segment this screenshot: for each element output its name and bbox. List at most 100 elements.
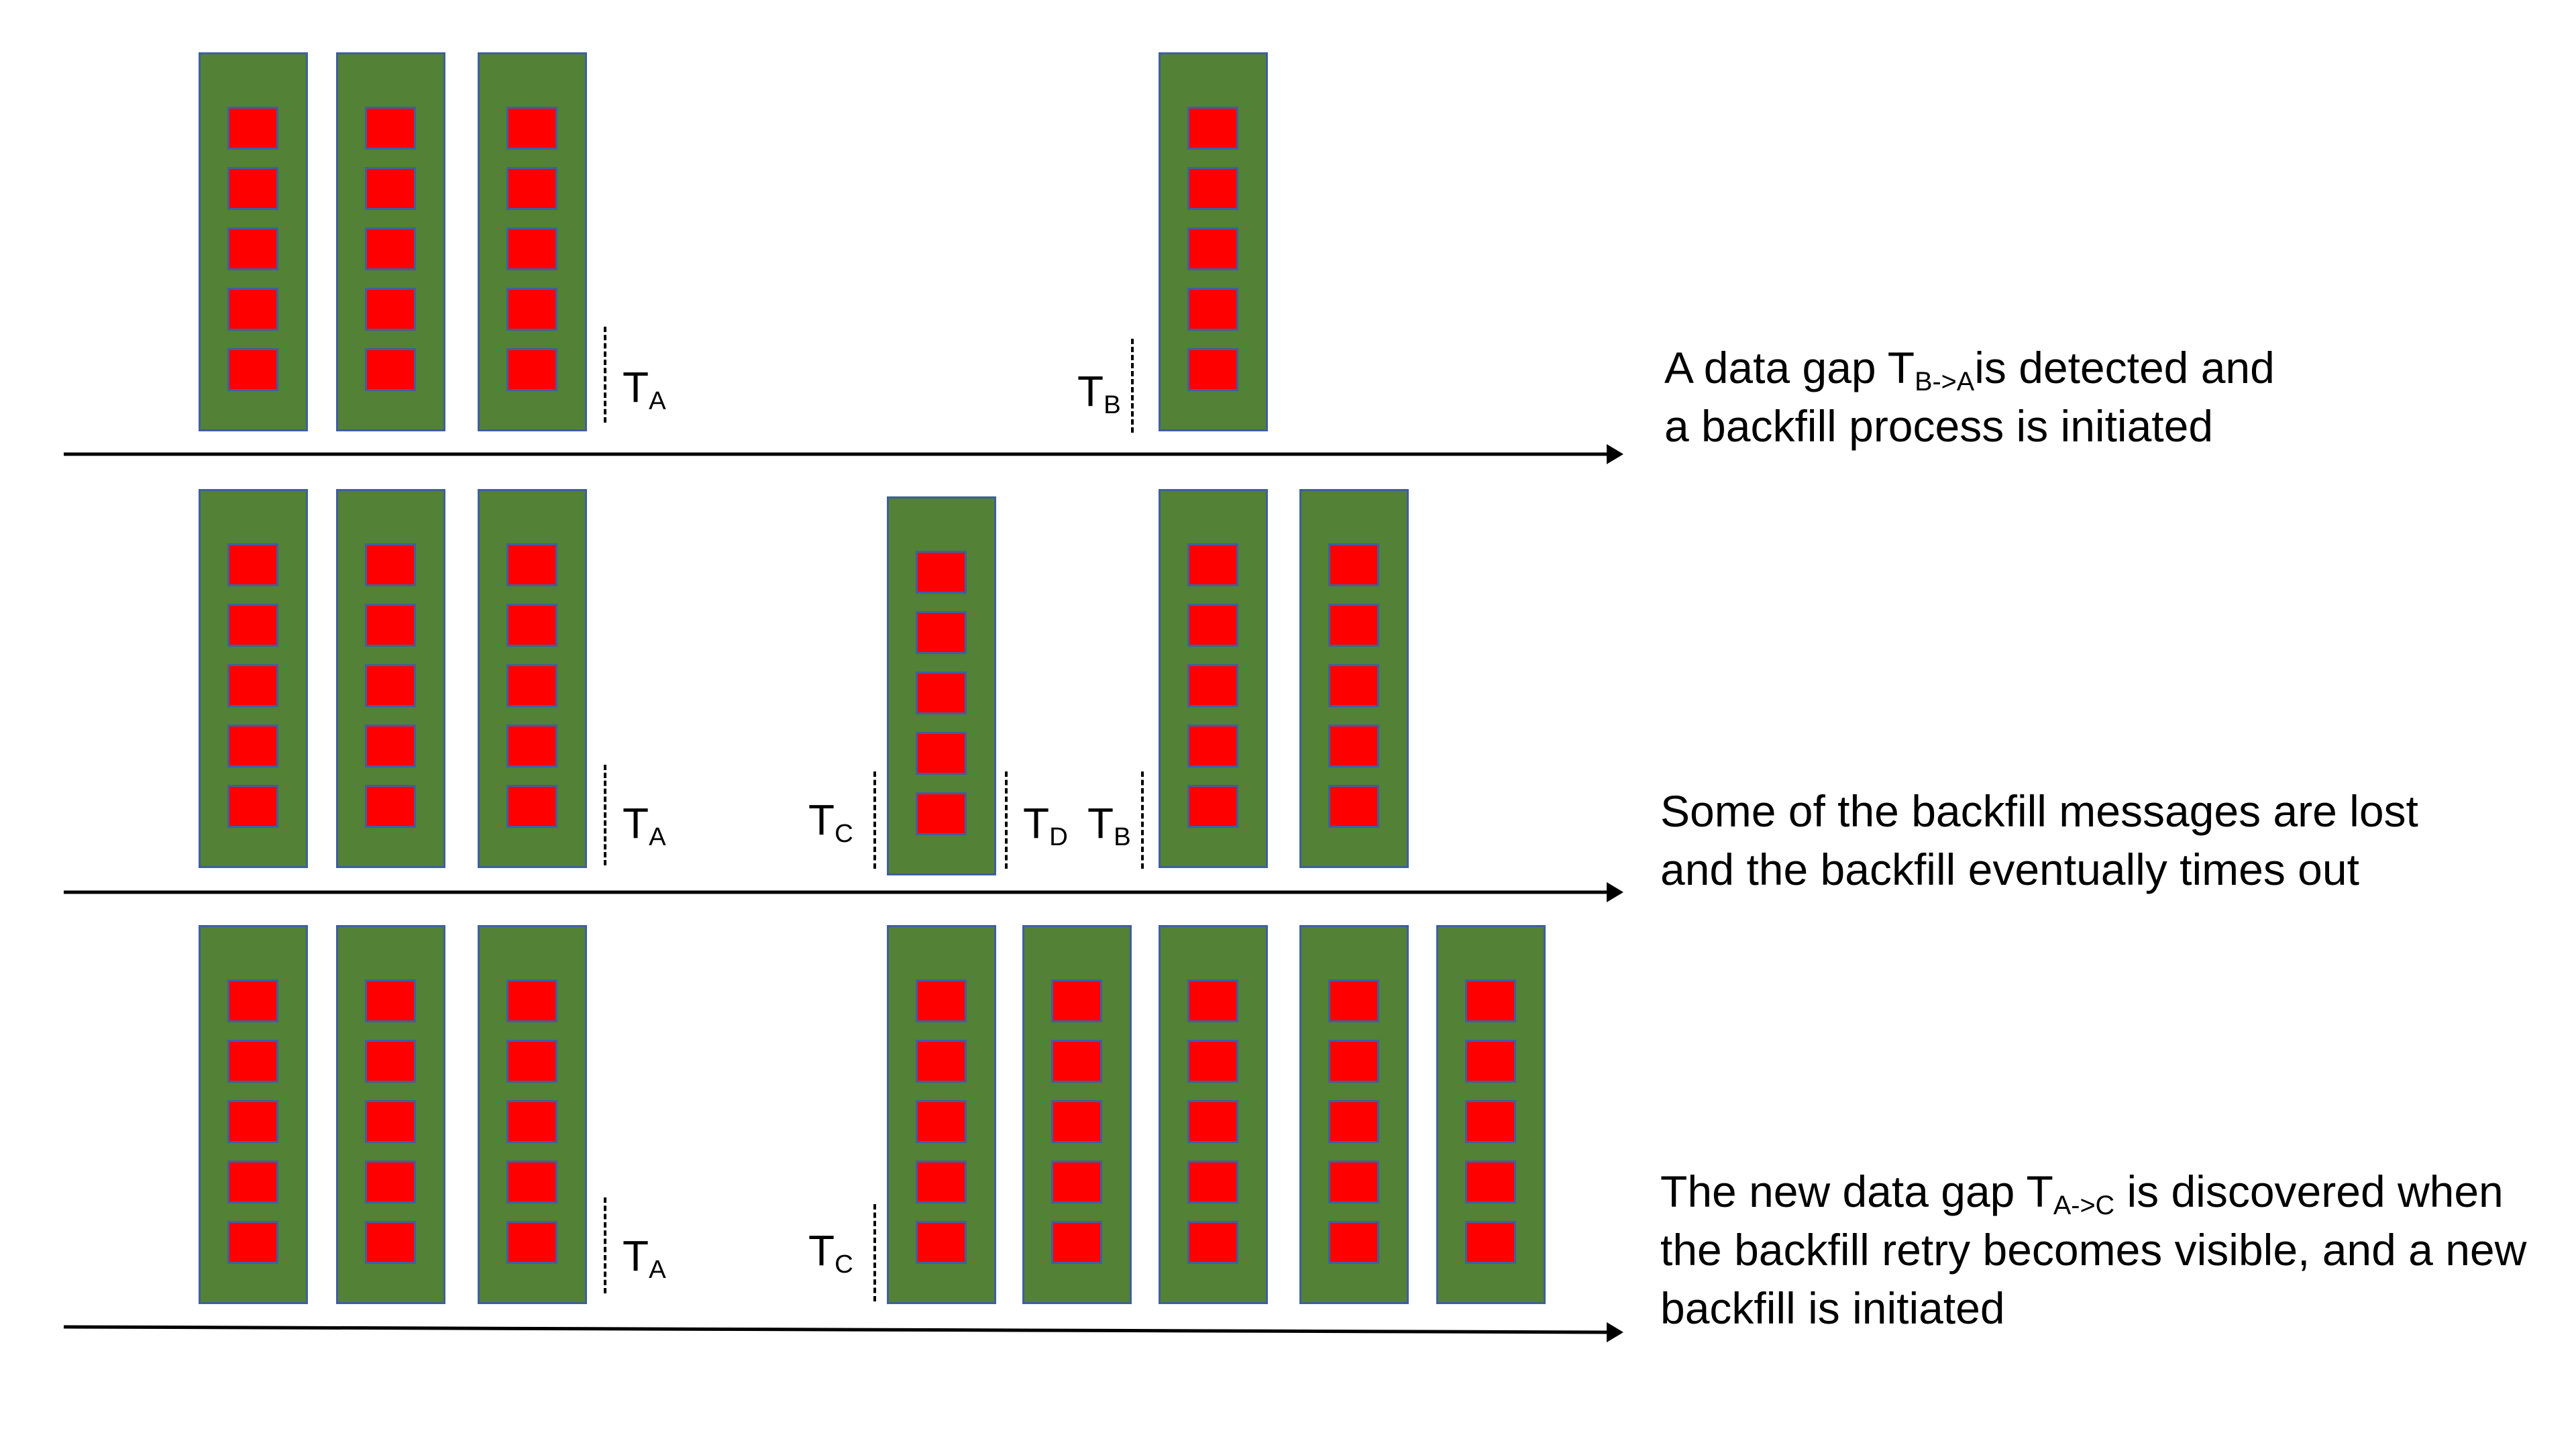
batch bbox=[478, 925, 587, 1304]
message bbox=[1328, 1161, 1379, 1203]
message bbox=[1051, 1161, 1102, 1203]
message bbox=[506, 227, 557, 270]
message bbox=[506, 1221, 557, 1264]
message bbox=[506, 979, 557, 1022]
message bbox=[916, 611, 967, 654]
message bbox=[227, 227, 278, 270]
caption-row-1: A data gap TB->Ais detected and a backfi… bbox=[1664, 339, 2275, 455]
marker-line-tb bbox=[1141, 771, 1144, 869]
marker-subscript: D bbox=[1049, 822, 1068, 851]
message bbox=[506, 604, 557, 647]
message bbox=[1187, 107, 1238, 150]
marker-label-tb: TB bbox=[1087, 799, 1131, 849]
message bbox=[365, 1100, 416, 1143]
caption-line: a backfill process is initiated bbox=[1664, 401, 2214, 451]
message bbox=[1465, 1221, 1516, 1264]
batch bbox=[1022, 925, 1132, 1304]
marker-letter: T bbox=[1087, 799, 1114, 847]
message bbox=[1187, 288, 1238, 331]
message bbox=[1328, 724, 1379, 767]
message bbox=[1328, 664, 1379, 707]
caption-text: A data gap T bbox=[1664, 343, 1915, 392]
message bbox=[506, 167, 557, 210]
message bbox=[1051, 1100, 1102, 1143]
caption-line: Some of the backfill messages are lost bbox=[1660, 786, 2418, 836]
batch bbox=[336, 489, 445, 868]
marker-subscript: A bbox=[649, 386, 666, 415]
batch bbox=[478, 489, 587, 868]
message bbox=[227, 604, 278, 647]
message bbox=[365, 1161, 416, 1203]
message bbox=[1328, 785, 1379, 828]
caption-subscript: B->A bbox=[1915, 367, 1975, 397]
batch bbox=[1436, 925, 1546, 1304]
message bbox=[1328, 604, 1379, 647]
message bbox=[506, 1100, 557, 1143]
message bbox=[365, 604, 416, 647]
marker-line-ta bbox=[604, 765, 606, 865]
message bbox=[365, 167, 416, 210]
message bbox=[506, 785, 557, 828]
message bbox=[1187, 167, 1238, 210]
message bbox=[365, 288, 416, 331]
message bbox=[1051, 979, 1102, 1022]
marker-subscript: C bbox=[835, 818, 853, 848]
caption-text: is discovered when bbox=[2114, 1167, 2504, 1216]
message bbox=[916, 551, 967, 594]
message bbox=[1465, 1040, 1516, 1083]
timeline-arrow-3 bbox=[63, 1322, 1623, 1342]
batch bbox=[1159, 489, 1268, 868]
message bbox=[365, 724, 416, 767]
marker-subscript: A bbox=[649, 1254, 666, 1284]
message bbox=[227, 543, 278, 586]
caption-row-3: The new data gap TA->C is discovered whe… bbox=[1660, 1163, 2526, 1338]
batch bbox=[887, 496, 996, 875]
message bbox=[365, 979, 416, 1022]
message bbox=[227, 348, 278, 391]
message bbox=[1328, 1100, 1379, 1143]
caption-text: is detected and bbox=[1974, 343, 2275, 392]
message bbox=[227, 107, 278, 150]
marker-subscript: B bbox=[1114, 822, 1131, 851]
marker-subscript: C bbox=[835, 1249, 853, 1279]
message bbox=[365, 1040, 416, 1083]
marker-label-td: TD bbox=[1023, 802, 1068, 849]
batch bbox=[1159, 52, 1268, 431]
message bbox=[916, 732, 967, 775]
message bbox=[227, 1161, 278, 1203]
message bbox=[1051, 1040, 1102, 1083]
marker-label-ta: TA bbox=[623, 366, 666, 413]
message bbox=[1328, 543, 1379, 586]
message bbox=[506, 1040, 557, 1083]
marker-line-tb bbox=[1131, 339, 1134, 433]
timeline-arrow-1 bbox=[64, 444, 1623, 464]
batch bbox=[199, 52, 308, 431]
batch bbox=[1159, 925, 1268, 1304]
batch bbox=[478, 52, 587, 431]
message bbox=[1328, 1040, 1379, 1083]
batch bbox=[1299, 925, 1409, 1304]
message bbox=[227, 1040, 278, 1083]
message bbox=[1051, 1221, 1102, 1264]
message bbox=[1465, 1100, 1516, 1143]
caption-line: The new data gap TA->C is discovered whe… bbox=[1660, 1163, 2526, 1221]
message bbox=[1187, 227, 1238, 270]
batch bbox=[1299, 489, 1409, 868]
message bbox=[1187, 348, 1238, 391]
message bbox=[1187, 1161, 1238, 1203]
message bbox=[227, 664, 278, 707]
caption-text: The new data gap T bbox=[1660, 1167, 2053, 1216]
message bbox=[227, 1100, 278, 1143]
message bbox=[227, 724, 278, 767]
marker-label-tb: TB bbox=[1077, 370, 1121, 417]
message bbox=[506, 107, 557, 150]
message bbox=[365, 227, 416, 270]
caption-subscript: A->C bbox=[2053, 1191, 2115, 1221]
batch bbox=[199, 925, 308, 1304]
message bbox=[227, 167, 278, 210]
message bbox=[365, 348, 416, 391]
message bbox=[365, 107, 416, 150]
marker-label-tc: TC bbox=[808, 798, 853, 846]
marker-line-td bbox=[1005, 771, 1008, 869]
caption-line: backfill is initiated bbox=[1660, 1283, 2005, 1333]
